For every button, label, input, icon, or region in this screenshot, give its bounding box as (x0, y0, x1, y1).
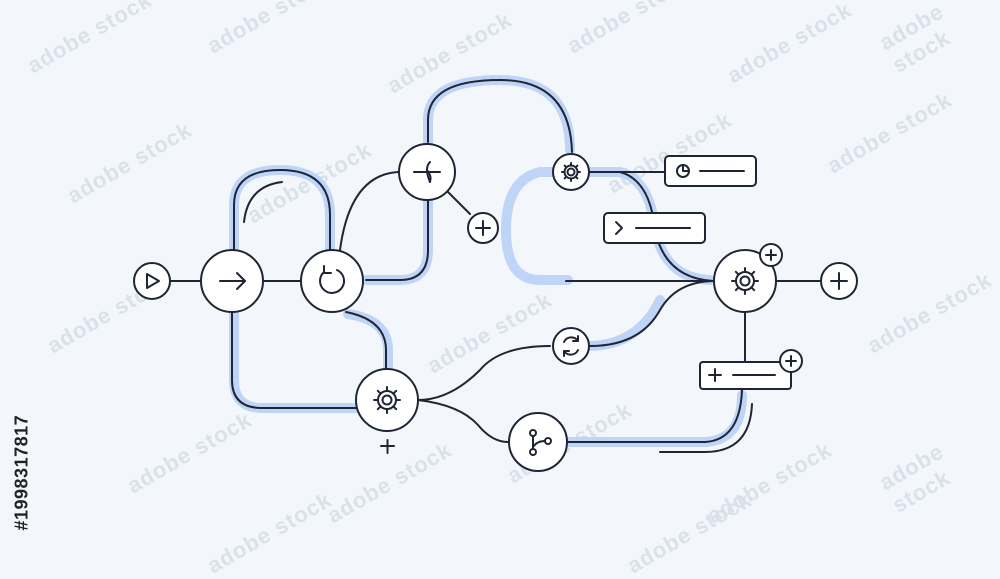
workflow-diagram (133, 75, 858, 472)
pie-clock-icon (676, 164, 690, 178)
gear-icon (731, 267, 759, 295)
rotate-ccw-icon (319, 265, 346, 294)
refresh-icon (563, 335, 579, 357)
git-branch-icon (529, 429, 552, 456)
sync-node[interactable] (552, 327, 590, 365)
split-icon (413, 161, 441, 183)
play-icon (146, 273, 160, 289)
arrow-right-icon (219, 272, 246, 290)
undo-node[interactable] (300, 249, 364, 313)
chevron-right-icon (615, 221, 623, 235)
gear-icon (373, 386, 401, 414)
plus-icon (765, 249, 777, 261)
plus-icon (708, 368, 722, 382)
gear-node-main[interactable] (713, 249, 777, 313)
connector-lines (169, 79, 821, 453)
plus-icon (785, 355, 797, 367)
start-node[interactable] (133, 262, 171, 300)
gear-icon (561, 162, 581, 182)
gear-node-top[interactable] (552, 153, 590, 191)
plus-icon (830, 272, 848, 290)
gear-node-bottom[interactable] (355, 368, 419, 432)
plus-icon (380, 439, 395, 454)
plus-icon (475, 220, 491, 236)
